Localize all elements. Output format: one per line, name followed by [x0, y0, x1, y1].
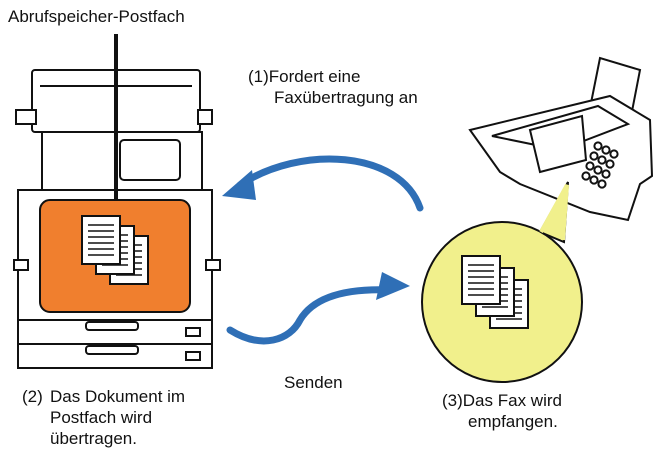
request-arrow-head	[222, 170, 256, 200]
step2-line1: Das Dokument im	[50, 387, 186, 406]
mailbox-label: Abrufspeicher-Postfach	[8, 7, 185, 26]
send-arrow	[226, 286, 394, 345]
step1-line2: Faxübertragung an	[274, 88, 418, 107]
send-arrow-head	[376, 272, 410, 300]
step2-number: (2)	[22, 387, 43, 406]
request-arrow	[236, 155, 424, 212]
step3-label: (3)Das Fax wird empfangen.	[442, 390, 562, 432]
step1-number: (1)	[248, 67, 269, 86]
fax-machine-icon	[468, 56, 654, 222]
step3-line2: empfangen.	[468, 412, 558, 431]
step3-number: (3)	[442, 391, 463, 410]
step2-line2: Postfach wird	[50, 408, 153, 427]
step1-line1: Fordert eine	[268, 67, 361, 86]
send-label: Senden	[284, 373, 343, 392]
step3-line1: Das Fax wird	[462, 391, 562, 410]
step2-line3: übertragen.	[50, 429, 137, 448]
step2-label: (2) Das Dokument im Postfach wird übertra…	[22, 386, 185, 449]
step1-label: (1)Fordert eine Faxübertragung an	[248, 66, 418, 108]
